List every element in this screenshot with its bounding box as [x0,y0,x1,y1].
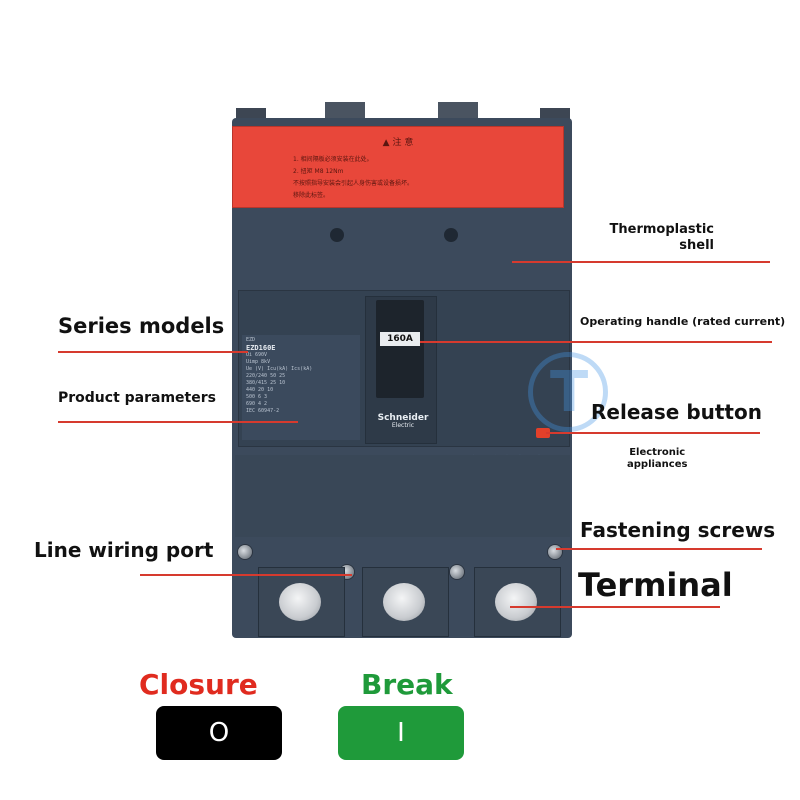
leader-line [58,351,248,353]
callout-text-line: appliances [627,459,688,470]
callout-text-line: Electronic [629,447,686,458]
leader-line [140,574,352,576]
callout-fastening-screws: Fastening screws [580,518,776,542]
warning-label: ▲ 注 意 1. 相间隔板必须安装在此处。 2. 扭矩 M8 12Nm 不按照指… [232,126,564,208]
leader-line [546,432,760,434]
rating-plate: EZD EZD160E Ui 690V Uimp 8kV Ue (V) Icu(… [242,335,360,440]
spec-line: 690 4 2 [246,401,268,407]
watermark-logo [528,352,608,432]
callout-release-button: Release button [591,400,762,424]
cover-screw-hole [330,228,344,242]
cover-screw-hole [444,228,458,242]
callout-text-line: Thermoplastic [609,222,714,237]
terminal-block [362,567,449,637]
brand-name: Schneider [377,413,429,423]
callout-line-wiring-port: Line wiring port [34,538,214,562]
callout-terminal: Terminal [578,566,733,604]
leader-line [512,261,770,263]
fastening-screw [450,565,464,579]
callout-thermoplastic-shell: Thermoplastic shell [610,222,714,254]
terminal-stud [279,583,321,621]
spec-line: 220/240 50 25 [246,373,286,379]
warning-line: 2. 扭矩 M8 12Nm [293,168,344,175]
spec-line: IEC 60947-2 [246,408,280,414]
spec-line: 440 20 10 [246,387,274,393]
warning-title: ▲ 注 意 [382,138,414,148]
release-button[interactable] [536,428,550,438]
callout-electronic-appliances: Electronic appliances [627,447,687,471]
brand-sub: Electric [391,422,415,429]
warning-line: 1. 相间隔板必须安装在此处。 [293,156,373,163]
spec-line: 380/415 25 10 [246,380,286,386]
terminal-stud [383,583,425,621]
spec-line: 500 6 3 [246,394,268,400]
callout-product-parameters: Product parameters [58,390,216,406]
operating-handle[interactable]: 160A [376,300,424,398]
callout-operating-handle: Operating handle (rated current) [580,315,786,328]
legend-closure-box: O [156,706,282,760]
leader-line [556,548,762,550]
brand-logo: Schneider Electric [372,413,434,429]
spec-line: Ui 690V [246,352,268,358]
terminal-stud [495,583,537,621]
legend-closure-symbol: O [208,718,230,748]
legend-break-box: I [338,706,464,760]
watermark-logo-t: T [550,360,589,425]
legend-break-title: Break [361,668,453,701]
rating-plate-model: EZD160E [246,344,276,352]
rating-plate-brand: EZD [246,337,256,343]
callout-text-line: shell [679,238,714,253]
lower-band [235,455,570,537]
terminal-block [258,567,345,637]
spec-line: Uimp 8kV [246,359,271,365]
handle-rating-label: 160A [380,332,420,346]
warning-line: 移除此标签。 [293,192,330,199]
fastening-screw [238,545,252,559]
warning-line: 不按照指导安装会引起人身伤害或设备损坏。 [293,180,414,187]
terminal-block [474,567,561,637]
legend-break-symbol: I [397,718,405,748]
callout-series-models: Series models [58,314,225,338]
spec-line: Ue (V) Icu(kA) Ics(kA) [246,366,313,372]
leader-line [510,606,720,608]
leader-line [58,421,298,423]
legend-closure-title: Closure [139,668,258,701]
leader-line [420,341,772,343]
